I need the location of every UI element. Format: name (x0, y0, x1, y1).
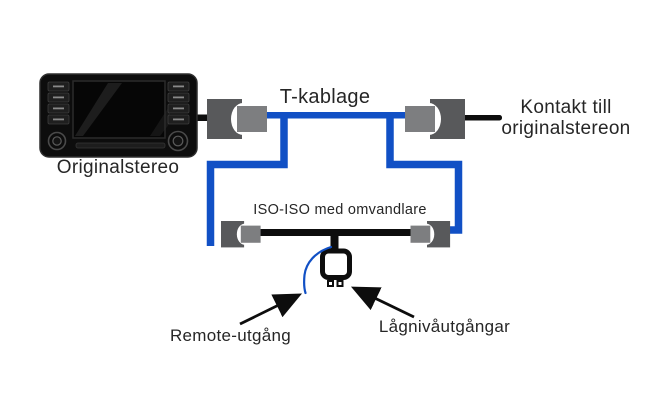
connector-t-left (207, 99, 267, 139)
label-remote-utgang: Remote-utgång (169, 326, 292, 345)
stereo-knob-right (167, 130, 189, 152)
stereo-illustration (39, 73, 198, 158)
stereo-cd-slot (75, 142, 166, 149)
label-originalstereo: Originalstereo (56, 157, 180, 178)
stereo-cable (192, 114, 212, 121)
blue-cable-left-loop (206, 114, 288, 246)
converter-box (303, 234, 352, 295)
blue-cable-top-run (262, 112, 409, 119)
stereo-buttons-left (47, 81, 70, 125)
oem-connector-cable (460, 115, 502, 121)
iso-iso-cable (250, 229, 416, 236)
connector-iso-right (410, 221, 451, 248)
t-harness-blue-cable (206, 112, 463, 246)
label-kontakt-line2: originalstereon (501, 118, 631, 139)
label-lagnivautgangar: Lågnivåutgångar (378, 317, 511, 336)
stereo-knob-left (47, 131, 67, 151)
converter-body (320, 248, 352, 280)
converter-stub (330, 234, 339, 250)
label-t-kablage: T-kablage (279, 86, 371, 108)
label-kontakt-line1: Kontakt till (520, 97, 612, 118)
converter-pins (327, 280, 344, 287)
stereo-buttons-right (167, 81, 190, 125)
remote-wire (303, 245, 333, 295)
blue-cable-right-loop (386, 114, 463, 234)
stereo-screen (72, 80, 166, 139)
label-kontakt-till-originalstereon: Kontakt till originalstereon (482, 97, 650, 139)
screen-reflection-2 (150, 105, 170, 136)
screen-reflection (75, 83, 122, 136)
connector-t-right (405, 99, 465, 139)
label-iso-iso-omvandlare: ISO-ISO med omvandlare (253, 202, 427, 218)
connector-iso-left (221, 221, 261, 248)
arrow-low-level-outputs (350, 286, 415, 319)
arrow-remote-output (239, 293, 303, 326)
